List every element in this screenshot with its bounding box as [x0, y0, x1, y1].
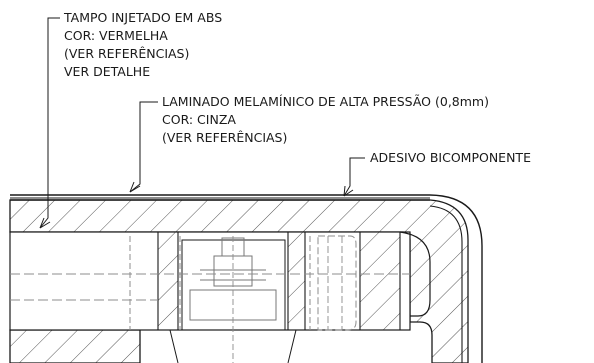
- callout-laminado-line-2: COR: CINZA: [162, 112, 236, 127]
- callout-adesivo-line-1: ADESIVO BICOMPONENTE: [370, 150, 531, 165]
- callout-adesivo-arrow: [343, 185, 354, 197]
- boss-left-wall: [157, 231, 179, 331]
- callout-tampo-line-4: VER DETALHE: [64, 64, 150, 79]
- callout-laminado: LAMINADO MELAMÍNICO DE ALTA PRESSÃO (0,8…: [129, 94, 489, 193]
- callout-tampo-line-3: (VER REFERÊNCIAS): [64, 46, 189, 61]
- right-boss-inner: [327, 236, 343, 330]
- callout-adesivo: ADESIVO BICOMPONENTE: [343, 150, 531, 197]
- insert-boss: [129, 231, 401, 363]
- tampo-section: [9, 199, 469, 363]
- callout-tampo-arrow: [39, 217, 51, 229]
- callout-tampo-line-1: TAMPO INJETADO EM ABS: [63, 10, 222, 25]
- edge-band-outer: [429, 194, 483, 363]
- right-hatched-block: [359, 231, 401, 331]
- edge-band-inner: [429, 205, 463, 363]
- right-boss: [317, 235, 357, 331]
- callout-tampo: TAMPO INJETADO EM ABS COR: VERMELHA (VER…: [39, 10, 222, 229]
- boss-right-wall: [287, 231, 306, 331]
- callout-laminado-line-1: LAMINADO MELAMÍNICO DE ALTA PRESSÃO (0,8…: [162, 94, 489, 109]
- threaded-insert: [181, 239, 286, 331]
- laminate-layers: [10, 194, 430, 201]
- callout-laminado-line-3: (VER REFERÊNCIAS): [162, 130, 287, 145]
- screw-nut-hex: [189, 289, 277, 321]
- tampo-inner-wall: [399, 231, 431, 317]
- callout-laminado-leader: [129, 101, 158, 193]
- insert-chamfer: [169, 329, 297, 363]
- callout-tampo-leader: [39, 17, 60, 229]
- tampo-inner-cavity: [9, 231, 411, 331]
- tampo-lower-rib: [9, 329, 141, 363]
- callout-laminado-arrow: [129, 181, 141, 193]
- hidden-boss-outline: [129, 236, 311, 330]
- edge-band: [429, 194, 483, 363]
- callout-tampo-line-2: COR: VERMELHA: [64, 28, 168, 43]
- callout-adesivo-leader: [343, 157, 365, 197]
